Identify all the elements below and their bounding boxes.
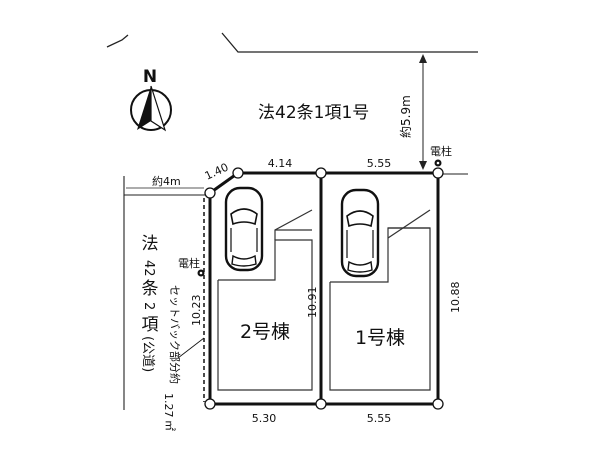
car-icon: [224, 186, 264, 272]
dim-middle-side: 10.91: [306, 287, 319, 319]
road-edge-top-right: [221, 32, 478, 53]
dim-top-left: 4.14: [268, 157, 293, 170]
lot-boundaries: [208, 171, 440, 406]
utility-pole-label-north: 電柱: [430, 144, 452, 158]
road-edge-top-left: [106, 34, 129, 48]
utility-pole-label-west: 電柱: [178, 256, 200, 270]
dim-right-side: 10.88: [449, 282, 462, 314]
dim-top-corner: 1.40: [203, 161, 231, 183]
svg-text:法: 法: [142, 234, 159, 254]
svg-text:項: 項: [142, 315, 159, 335]
building-2-label: 2号棟: [240, 321, 290, 343]
svg-text:2: 2: [141, 302, 156, 310]
setback-unit: ㎡: [163, 420, 176, 431]
west-road-width: 約4m: [152, 174, 181, 188]
road-width-dimension: [419, 54, 427, 170]
north-road-label: 法42条1項1号: [258, 103, 369, 123]
compass-north-label: N: [143, 67, 157, 87]
building-1-footprint: [329, 209, 431, 391]
utility-pole-icon: [197, 269, 205, 277]
svg-text:42: 42: [141, 260, 156, 277]
setback-area: 1.27: [162, 393, 175, 418]
north-road-distance: 約5.9m: [398, 95, 413, 138]
building-2-footprint: [217, 209, 313, 391]
building-1-label: 1号棟: [355, 327, 405, 349]
utility-pole-icon: [434, 159, 442, 167]
north-arrow-icon: [137, 86, 151, 130]
dim-top-right: 5.55: [367, 157, 392, 170]
setback-label: セットバック部分約: [168, 285, 182, 384]
corner-markers: [204, 167, 444, 410]
setback-leader: [177, 337, 205, 359]
svg-text:(公道): (公道): [140, 336, 155, 372]
compass: N: [130, 67, 172, 132]
dim-left-side: 10.23: [190, 295, 203, 327]
dim-bottom-left: 5.30: [252, 412, 277, 425]
dim-bottom-right: 5.55: [367, 412, 392, 425]
svg-text:条: 条: [142, 279, 159, 299]
car-icon: [340, 188, 380, 278]
west-road-label: 法 42 条 2 項 (公道): [140, 234, 159, 372]
